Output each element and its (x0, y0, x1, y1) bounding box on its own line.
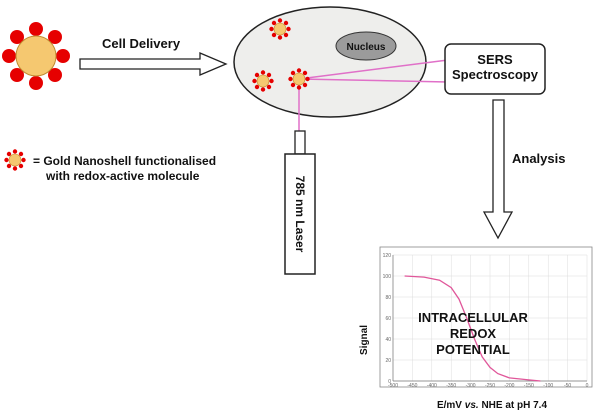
annotation-line2: REDOX (450, 326, 497, 341)
x-axis-label-part3: NHE at pH 7.4 (479, 400, 548, 411)
x-axis-label-part2: vs. (465, 400, 479, 411)
legend-text-line1: = Gold Nanoshell functionalised (33, 154, 216, 168)
sers-label-line2: Spectroscopy (452, 67, 539, 82)
laser-device: 785 nm Laser (284, 130, 316, 275)
x-tick-label: -200 (504, 383, 514, 389)
annotation-line3: POTENTIAL (436, 342, 510, 357)
x-tick-label: -350 (446, 383, 456, 389)
y-tick-label: 80 (385, 295, 391, 301)
x-axis-label: E/mV vs. NHE at pH 7.4 (437, 400, 547, 411)
y-tick-label: 100 (383, 274, 392, 280)
annotation-line1: INTRACELLULAR (418, 310, 528, 325)
delivery-arrow-icon (79, 52, 228, 76)
x-tick-label: -150 (524, 383, 534, 389)
chart-series (404, 275, 541, 382)
chart-grid (392, 254, 588, 382)
sers-spectroscopy-box: SERS Spectroscopy (444, 43, 546, 95)
y-tick-label: 20 (385, 358, 391, 364)
y-tick-label: 0 (388, 379, 391, 385)
cell-outline (233, 6, 427, 118)
x-tick-label: -300 (466, 383, 476, 389)
y-tick-label: 60 (385, 316, 391, 322)
nanoshell-in-cell-icon (252, 70, 275, 93)
analysis-arrow-icon (482, 99, 514, 240)
large-nanoshell-icon (2, 22, 70, 90)
y-tick-label: 120 (383, 253, 392, 259)
series-line (404, 275, 541, 382)
x-axis-label-part1: E/mV (437, 400, 465, 411)
analysis-label: Analysis (512, 151, 565, 166)
nucleus-label: Nucleus (347, 42, 386, 53)
laser-label: 785 nm Laser (293, 176, 307, 253)
legend-nanoshell-icon (4, 149, 27, 171)
y-tick-label: 40 (385, 337, 391, 343)
x-tick-label: -450 (407, 383, 417, 389)
y-axis-label: Signal (359, 325, 370, 355)
nanoshell-in-cell-icon (268, 17, 292, 41)
nucleus: Nucleus (335, 31, 397, 61)
legend-text-line2: with redox-active molecule (45, 169, 200, 183)
targeted-nanoshell-icon (287, 68, 311, 91)
x-tick-label: -400 (427, 383, 437, 389)
x-tick-label: 0 (586, 383, 589, 389)
x-tick-label: -100 (543, 383, 553, 389)
sers-label-line1: SERS (477, 52, 513, 67)
x-tick-label: -250 (485, 383, 495, 389)
chart-frame (379, 246, 593, 388)
x-tick-label: -500 (388, 383, 398, 389)
x-tick-label: -50 (564, 383, 571, 389)
cell-delivery-label: Cell Delivery (102, 36, 181, 51)
